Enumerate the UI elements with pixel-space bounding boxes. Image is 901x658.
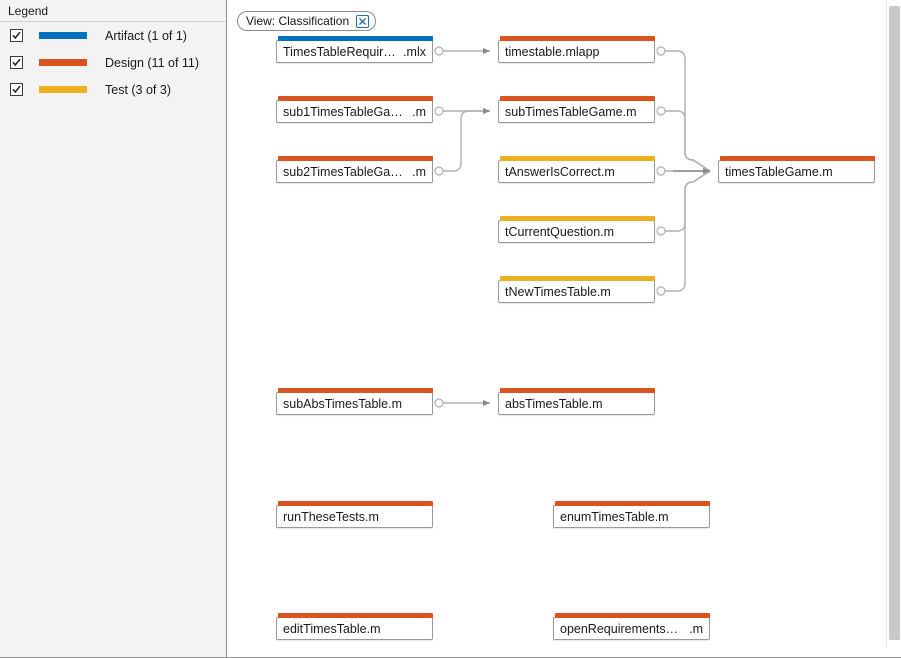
- close-x-icon[interactable]: [356, 14, 370, 28]
- graph-node-enumtimestable[interactable]: enumTimesTable.m: [553, 501, 710, 528]
- edge-n2-n9: [661, 50, 711, 172]
- node-label: enumTimesTable.m: [560, 509, 669, 524]
- node-label: runTheseTests.m: [283, 509, 379, 524]
- graph-node-sub2timestablegame[interactable]: sub2TimesTableGa… .m: [276, 156, 433, 183]
- graph-node-tnewtimestable[interactable]: tNewTimesTable.m: [498, 276, 655, 303]
- node-label-suffix: .m: [412, 104, 426, 119]
- legend-checkbox-design[interactable]: [10, 56, 23, 69]
- node-label-text: TimesTableRequir…: [283, 44, 396, 59]
- node-label: sub2TimesTableGa… .m: [277, 161, 432, 182]
- legend-item-design[interactable]: Design (11 of 11): [0, 49, 226, 76]
- legend-label-design: Design (11 of 11): [105, 55, 200, 70]
- legend-item-artifact[interactable]: Artifact (1 of 1): [0, 22, 226, 49]
- graph-node-sub1timestablegame[interactable]: sub1TimesTableGa… .m: [276, 96, 433, 123]
- legend-checkbox-artifact[interactable]: [10, 29, 23, 42]
- node-label: openRequirements… .m: [554, 618, 709, 639]
- view-filter-chip[interactable]: View: Classification: [237, 11, 377, 31]
- node-category-bar: [500, 36, 655, 41]
- legend-checkbox-test[interactable]: [10, 83, 23, 96]
- node-category-bar: [555, 613, 710, 618]
- node-category-bar: [555, 501, 710, 506]
- node-label-text: sub1TimesTableGa…: [283, 104, 403, 119]
- node-category-bar: [278, 613, 433, 618]
- node-label: tAnswerIsCorrect.m: [505, 164, 615, 179]
- edge-n8-n9: [661, 170, 711, 292]
- node-category-bar: [500, 388, 655, 393]
- graph-node-runthesetests[interactable]: runTheseTests.m: [276, 501, 433, 528]
- scrollbar-corner: [886, 648, 901, 658]
- graph-node-tanswweriscorrect[interactable]: tAnswerIsCorrect.m: [498, 156, 655, 183]
- node-label: timestable.mlapp: [505, 44, 600, 59]
- graph-node-tcurrentquestion[interactable]: tCurrentQuestion.m: [498, 216, 655, 243]
- node-label-text: openRequirements…: [560, 621, 679, 636]
- legend-swatch-artifact: [39, 32, 87, 39]
- node-label: subTimesTableGame.m: [505, 104, 637, 119]
- vertical-scrollbar[interactable]: [886, 0, 901, 648]
- legend-label-test: Test (3 of 3): [105, 82, 171, 97]
- node-label: TimesTableRequir… .mlx: [277, 41, 432, 62]
- node-category-bar: [500, 156, 655, 161]
- legend-label-artifact: Artifact (1 of 1): [105, 28, 187, 43]
- node-category-bar: [278, 501, 433, 506]
- legend-item-test[interactable]: Test (3 of 3): [0, 76, 226, 103]
- dependency-graph-canvas[interactable]: View: Classification: [228, 0, 901, 658]
- graph-node-edittimestable[interactable]: editTimesTable.m: [276, 613, 433, 640]
- graph-node-openrequirements[interactable]: openRequirements… .m: [553, 613, 710, 640]
- node-label-text: sub2TimesTableGa…: [283, 164, 403, 179]
- node-category-bar: [720, 156, 875, 161]
- node-category-bar: [278, 156, 433, 161]
- node-category-bar: [278, 36, 433, 41]
- node-label: sub1TimesTableGa… .m: [277, 101, 432, 122]
- legend-title: Legend: [0, 0, 226, 22]
- graph-node-subabstimestable[interactable]: subAbsTimesTable.m: [276, 388, 433, 415]
- graph-node-subtimestablegame[interactable]: subTimesTableGame.m: [498, 96, 655, 123]
- node-category-bar: [500, 96, 655, 101]
- node-label: timesTableGame.m: [725, 164, 833, 179]
- vertical-scrollbar-thumb[interactable]: [889, 6, 900, 640]
- node-label: subAbsTimesTable.m: [283, 396, 403, 411]
- node-category-bar: [278, 96, 433, 101]
- node-label-suffix: .m: [412, 164, 426, 179]
- legend-swatch-test: [39, 86, 87, 93]
- legend-panel: Legend Artifact (1 of 1) Design (11 of 1…: [0, 0, 227, 658]
- graph-node-timestablegame[interactable]: timesTableGame.m: [718, 156, 875, 183]
- view-filter-label: View: Classification: [246, 14, 350, 28]
- graph-node-timestablerequirements[interactable]: TimesTableRequir… .mlx: [276, 36, 433, 63]
- graph-node-timestable-mlapp[interactable]: timestable.mlapp: [498, 36, 655, 63]
- node-label: editTimesTable.m: [283, 621, 381, 636]
- node-category-bar: [278, 388, 433, 393]
- edge-n7-n9: [661, 170, 711, 232]
- node-label-suffix: .mlx: [403, 44, 426, 59]
- node-label: tCurrentQuestion.m: [505, 224, 615, 239]
- legend-swatch-design: [39, 59, 87, 66]
- edge-n5-n4: [439, 108, 490, 172]
- node-category-bar: [500, 276, 655, 281]
- node-label: absTimesTable.m: [505, 396, 603, 411]
- node-label: tNewTimesTable.m: [505, 284, 611, 299]
- node-category-bar: [500, 216, 655, 221]
- graph-node-abstimestable[interactable]: absTimesTable.m: [498, 388, 655, 415]
- edge-n4-n9: [661, 110, 711, 172]
- node-label-suffix: .m: [689, 621, 703, 636]
